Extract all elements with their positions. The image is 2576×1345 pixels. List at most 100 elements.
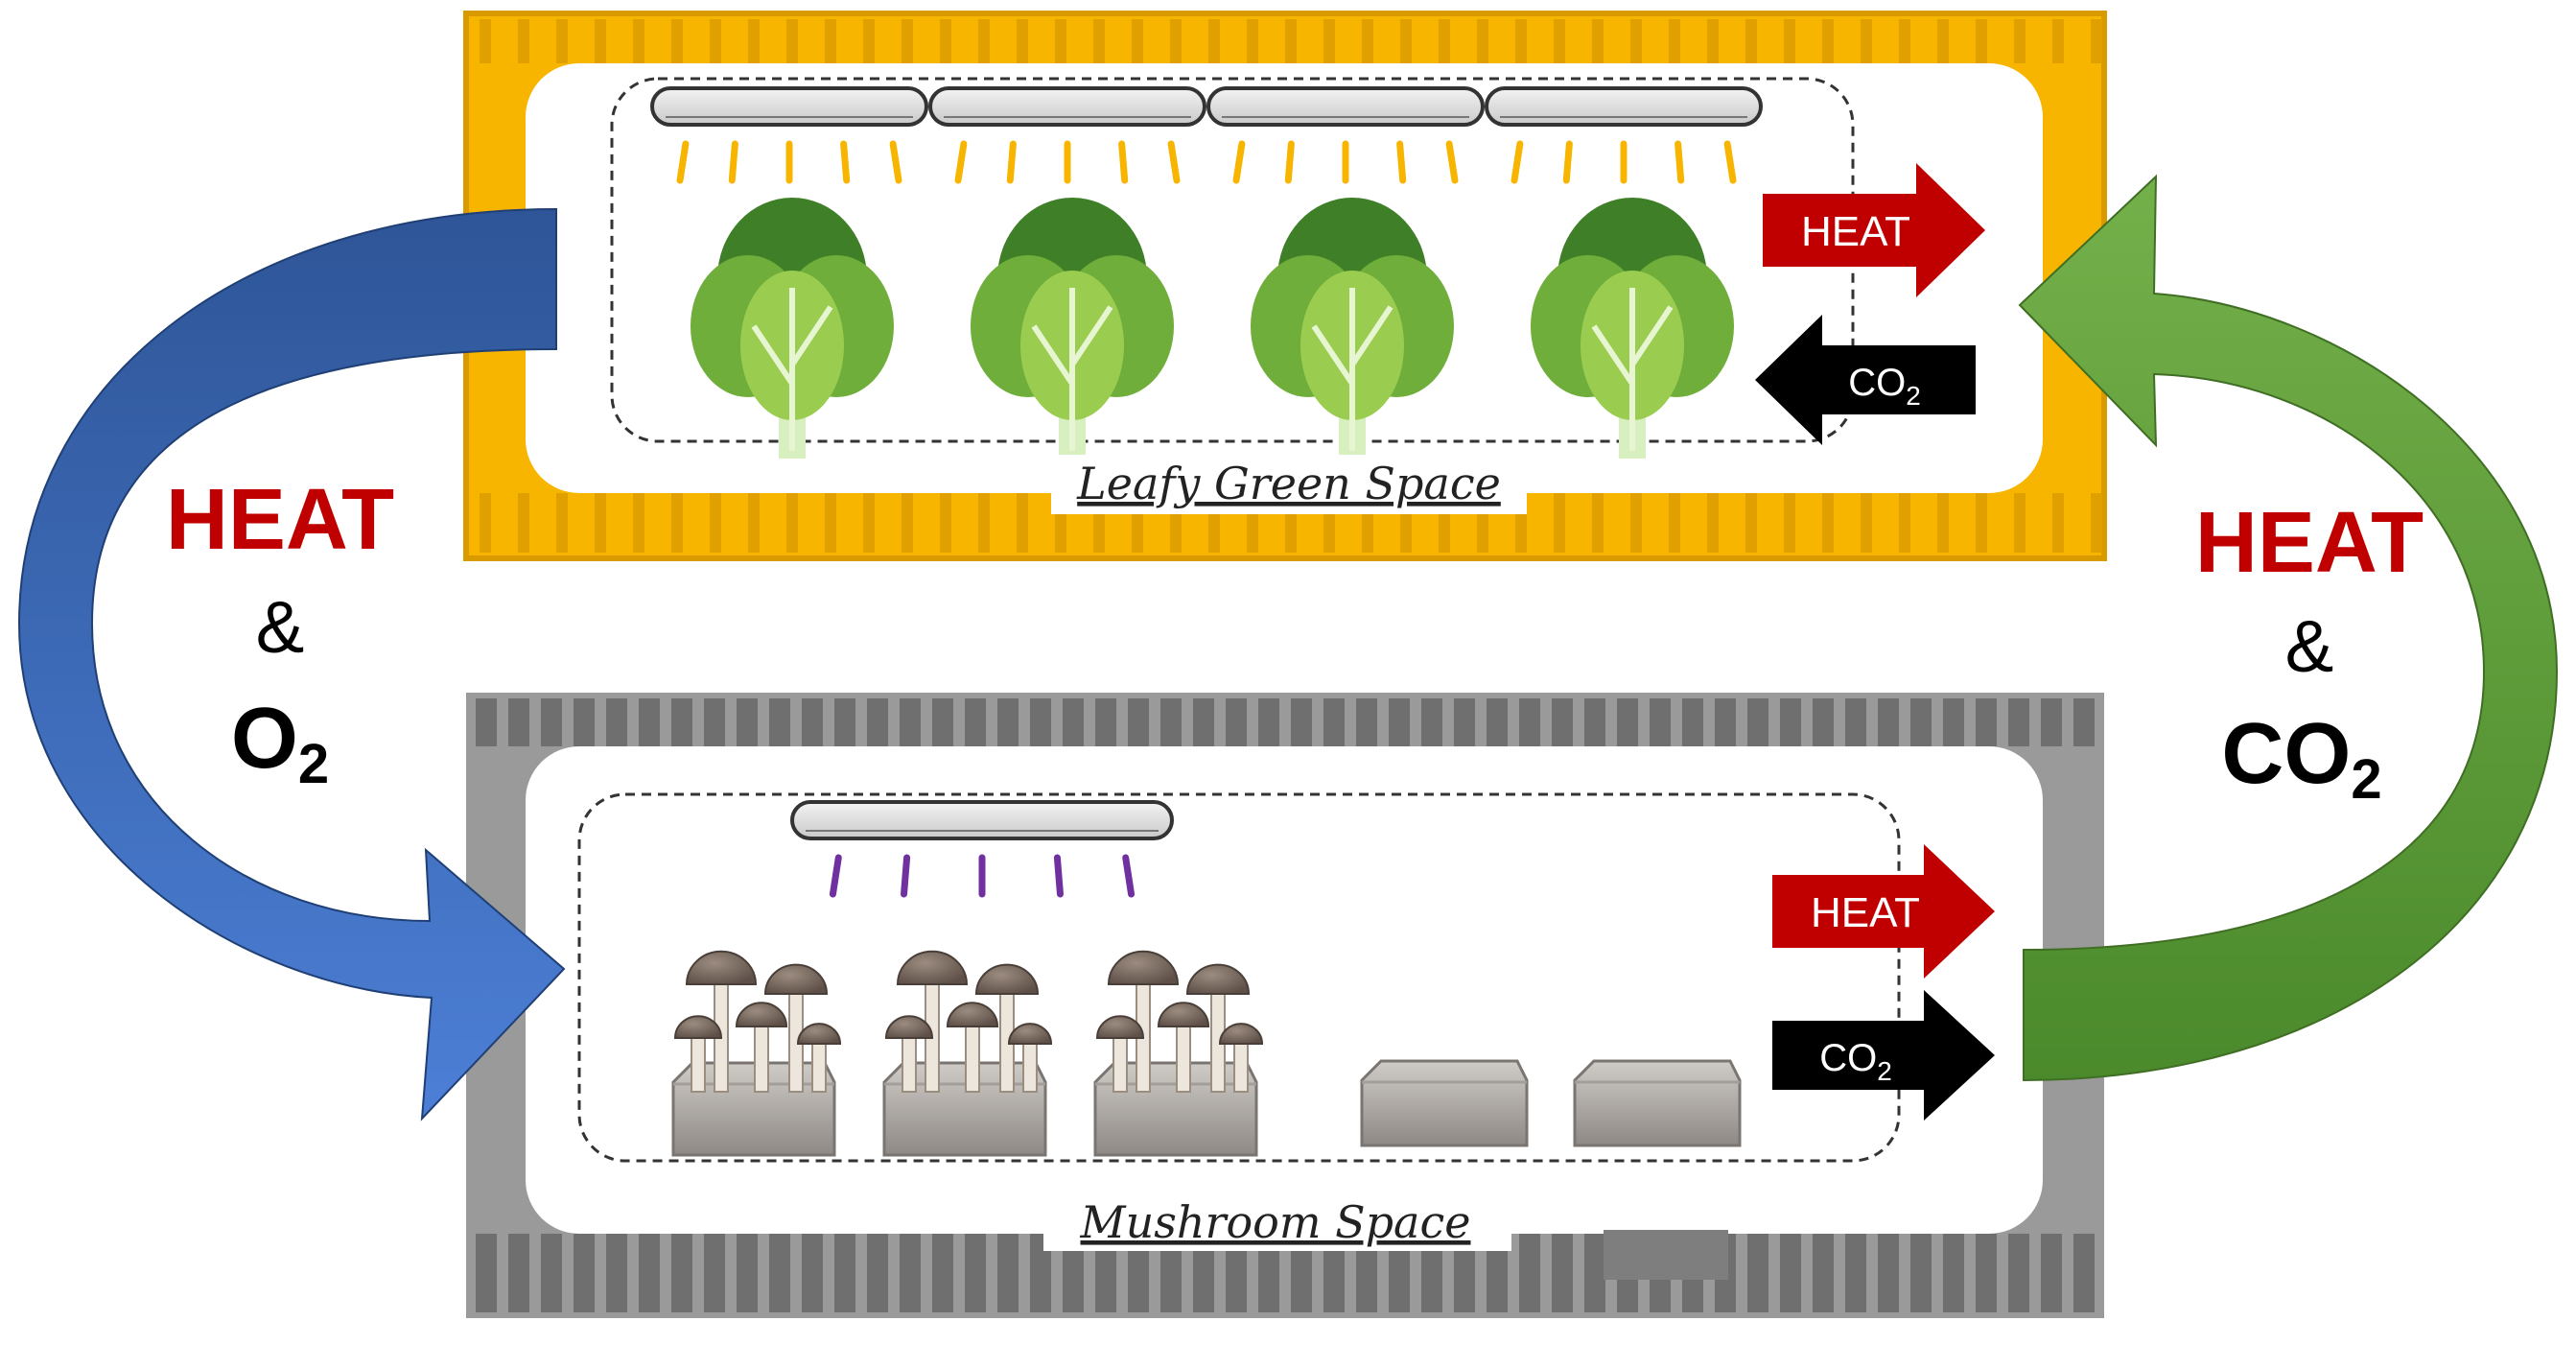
mushroom-cluster [882,950,1053,1157]
rib [633,493,644,553]
rib [1976,493,1987,553]
rib [1285,19,1297,63]
rib [769,698,790,746]
rib [902,19,913,63]
rib [1128,1234,1149,1312]
rib [671,19,683,63]
substrate-block [1573,1059,1742,1147]
mushroom-cluster [1093,950,1264,1157]
right-heat-text: HEAT [2195,495,2424,591]
leafy-green-container: HEAT CO2 Leafy Green Space [463,11,2107,561]
container-latch [1604,1230,1728,1280]
light-ray [829,854,842,898]
rib [1323,698,1345,746]
mushroom-cap [1095,1015,1145,1039]
rib [1389,698,1410,746]
top-heat-arrow: HEAT [1763,163,1985,297]
rib [1878,698,1899,746]
rib [1323,19,1335,63]
rib [769,1234,790,1312]
rib [940,493,951,553]
light-ray [1053,854,1064,898]
rib [902,493,913,553]
rib [978,19,990,63]
rib [1356,698,1377,746]
mushroom-cap [1107,950,1180,985]
rib [1487,698,1508,746]
rib [802,1234,823,1312]
rib [606,698,627,746]
rib [1747,698,1768,746]
rib [480,493,491,553]
bottom-heat-label: HEAT [1811,889,1920,936]
light-ray [1723,140,1737,184]
rib [541,698,562,746]
mushroom-space-label: Mushroom Space [1080,1196,1471,1248]
bottom-co2-arrow: CO2 [1772,990,1995,1121]
rib [1421,698,1442,746]
rib [1193,698,1214,746]
mushroom-cap [735,1002,788,1027]
rib [1669,19,1680,63]
rib [574,1234,595,1312]
light-ray [954,140,968,184]
top-co2-subscript: 2 [1906,381,1921,411]
rib [1745,493,1757,553]
container-ribs [476,698,2095,1312]
rib [1258,1234,1279,1312]
rib [965,1234,986,1312]
mushroom-cap [1218,1023,1264,1045]
rib [1976,1234,1997,1312]
mushroom-cap [1185,963,1251,995]
rib [1291,1234,1312,1312]
bottom-co2-label: CO [1819,1037,1877,1079]
rib [2008,698,2029,746]
rib [2052,493,2064,553]
mushroom-clusters [671,950,1264,1157]
light-ray [1562,140,1573,184]
top-heat-label: HEAT [1801,208,1910,255]
rib [556,493,568,553]
rib [1226,1234,1247,1312]
rib [786,19,798,63]
rib [863,19,875,63]
rib [518,493,529,553]
light-fixture [928,86,1206,184]
mushroom-cap [796,1023,842,1045]
top-co2-label: CO [1848,362,1906,404]
light-ray [728,140,738,184]
left-o2-flow-arrow [17,207,566,1121]
top-label-plate [1051,455,1527,514]
rib [802,698,823,746]
rib [1630,493,1642,553]
light-ray [1006,140,1017,184]
rib [671,493,683,553]
rib [480,19,491,63]
mushroom-cap [1007,1023,1053,1045]
rib [1160,698,1182,746]
rib [1784,493,1795,553]
rib [671,698,692,746]
rib [932,698,953,746]
rib [1063,698,1084,746]
left-o2-subscript: 2 [298,733,329,795]
rib [1943,698,1964,746]
rib [2073,1234,2095,1312]
growing-zone-outline [577,792,1901,1163]
rib [556,19,568,63]
light-fixture [1206,86,1485,184]
rib [1584,1234,1605,1312]
rib [704,698,725,746]
rib [1592,493,1604,553]
rib [1487,1234,1508,1312]
rib [1093,19,1105,63]
rib [737,698,758,746]
light-ray [840,140,851,184]
rib [867,698,888,746]
rib [1247,19,1258,63]
rib [2014,19,2026,63]
rib [1715,698,1736,746]
rib [932,1234,953,1312]
mushroom-cap [1157,1002,1210,1027]
rib [1477,19,1488,63]
